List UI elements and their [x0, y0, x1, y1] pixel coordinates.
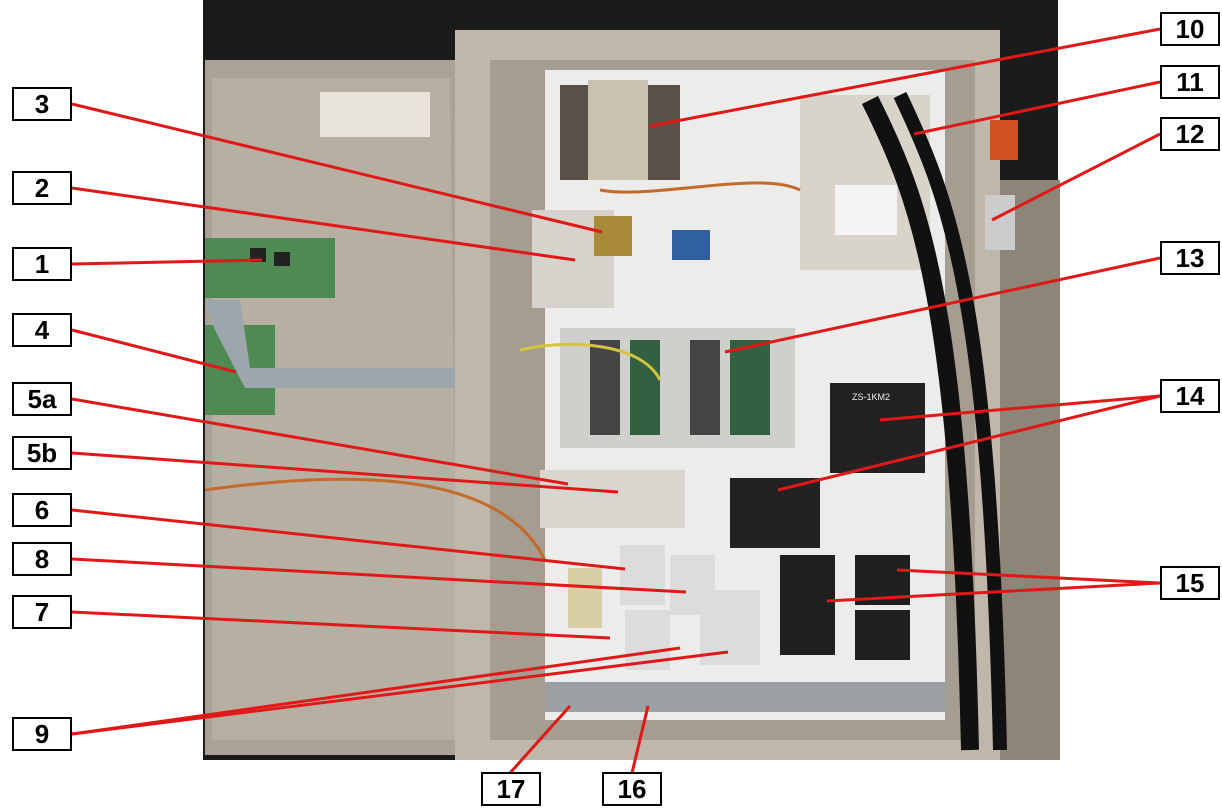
leader-12 [991, 132, 1161, 222]
leader-14b [777, 394, 1161, 492]
terminal-rail [545, 682, 945, 712]
leader-4 [71, 328, 237, 374]
callout-14: 14 [1160, 379, 1220, 413]
callout-12: 12 [1160, 117, 1220, 151]
wiring-yellow [519, 342, 662, 381]
transformer-15d [855, 610, 910, 660]
transformer-core [588, 80, 648, 180]
fuse-holder [672, 230, 710, 260]
callout-3: 3 [12, 87, 72, 121]
control-module [594, 216, 632, 256]
leader-3 [71, 102, 603, 234]
transformer-15c [780, 605, 835, 655]
leader-11 [913, 80, 1161, 136]
leader-5a [71, 397, 569, 486]
timer-relay [568, 568, 602, 628]
door-label-plate [320, 92, 430, 137]
leader-14a [879, 394, 1161, 422]
plc-module-d [730, 340, 770, 435]
door-chip-b [274, 252, 290, 266]
callout-9: 9 [12, 717, 72, 751]
contactor-6 [620, 545, 665, 605]
wiring-orange-2 [204, 477, 547, 561]
leader-16 [630, 705, 650, 774]
leader-9a [71, 646, 681, 736]
leader-13 [724, 256, 1161, 354]
wiring-orange [599, 181, 801, 194]
callout-1: 1 [12, 247, 72, 281]
plc-module-b [630, 340, 660, 435]
callout-4: 4 [12, 313, 72, 347]
callout-5a: 5a [12, 382, 72, 416]
leader-17 [508, 704, 572, 775]
door-circuit-board [205, 238, 335, 298]
transformer-15a [780, 555, 835, 605]
heavy-cables-2 [893, 91, 1007, 751]
leader-lines [71, 27, 1161, 775]
disconnect-handle [990, 120, 1018, 160]
leader-1 [71, 258, 263, 266]
callout-11: 11 [1160, 65, 1220, 99]
leader-5b [71, 451, 619, 494]
leader-7 [71, 610, 611, 640]
leader-15a [896, 568, 1161, 585]
door-chip-a [250, 248, 266, 262]
disconnect-switch [985, 195, 1015, 250]
leader-9b [71, 650, 729, 736]
relay-label: ZS-1KM2 [852, 392, 890, 402]
leader-15b [826, 581, 1161, 603]
callout-17: 17 [481, 772, 541, 806]
callout-7: 7 [12, 595, 72, 629]
leader-6 [71, 508, 626, 571]
contactor-right [862, 185, 897, 235]
relay-row [540, 470, 685, 528]
fuse-block-lower [730, 478, 820, 548]
plc-module-c [690, 340, 720, 435]
callout-8: 8 [12, 542, 72, 576]
wall-right [1000, 180, 1060, 760]
callout-16: 16 [602, 772, 662, 806]
leader-2 [71, 186, 576, 262]
callout-5b: 5b [12, 436, 72, 470]
callout-2: 2 [12, 171, 72, 205]
callout-6: 6 [12, 493, 72, 527]
callout-15: 15 [1160, 566, 1220, 600]
leader-10 [649, 27, 1161, 128]
leader-8 [71, 557, 687, 594]
callout-10: 10 [1160, 12, 1220, 46]
plc-module-a [590, 340, 620, 435]
callout-13: 13 [1160, 241, 1220, 275]
heavy-cables [861, 95, 979, 751]
contactor-9 [700, 590, 760, 665]
